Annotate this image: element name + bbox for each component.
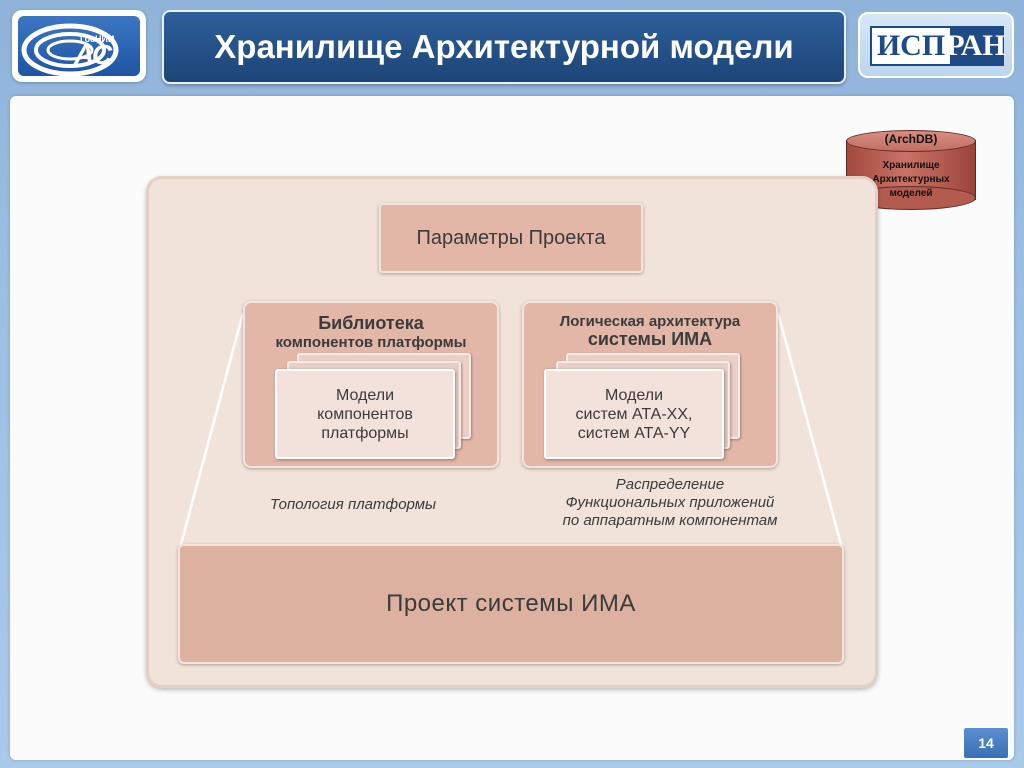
distribution-line: Распределение	[615, 476, 725, 493]
page-title: Хранилище Архитектурной модели	[214, 28, 794, 65]
logo-isp-text: ИСП	[876, 29, 946, 62]
archdb-line: моделей	[889, 188, 933, 199]
logo-rings-icon	[21, 23, 119, 76]
topology-label: Топология платформы	[269, 496, 437, 513]
logo-gosnii-text: ГосНИИ	[80, 34, 115, 44]
archdb-line: Архитектурных	[872, 174, 950, 185]
logo-emblem: ГосНИИ АС	[18, 16, 140, 76]
archdb-label: (ArchDB)	[884, 132, 938, 146]
logical-subtitle: системы ИМА	[587, 329, 713, 349]
ima-project-box: Проект системы ИМА	[178, 544, 844, 664]
distribution-line: Функциональных приложений	[565, 494, 775, 511]
title-bar: Хранилище Архитектурной модели	[162, 10, 846, 84]
library-models-card: Модели компонентов платформы	[275, 369, 455, 459]
distribution-line: по аппаратным компонентам	[562, 512, 778, 529]
distribution-label: Распределение Функциональных приложений …	[520, 476, 820, 530]
library-title: Библиотека	[318, 313, 424, 333]
card-line: Модели	[604, 386, 664, 404]
card-line: компонентов	[317, 405, 413, 423]
page-number: 14	[962, 726, 1010, 760]
logical-title: Логическая архитектура	[559, 313, 741, 330]
logo-as-text: АС	[74, 39, 112, 70]
card-line: систем АТА-YY	[577, 424, 691, 442]
cylinder-top	[846, 130, 976, 152]
ispras-logo-box: ИСП РАН	[870, 26, 1006, 66]
ima-models-card: Модели систем АТА-ХХ, систем АТА-YY	[544, 369, 724, 459]
project-params-box: Параметры Проекта	[379, 203, 643, 273]
logo-ran-text: РАН	[946, 28, 1006, 64]
ispras-logo: ИСП РАН	[858, 12, 1014, 78]
gosniias-logo: ГосНИИ АС	[12, 10, 146, 82]
card-line: Модели	[335, 386, 395, 404]
card-line: систем АТА-ХХ,	[575, 405, 693, 423]
archdb-line: Хранилище	[882, 160, 940, 171]
card-line: платформы	[321, 424, 409, 442]
library-subtitle: компонентов платформы	[275, 334, 467, 351]
